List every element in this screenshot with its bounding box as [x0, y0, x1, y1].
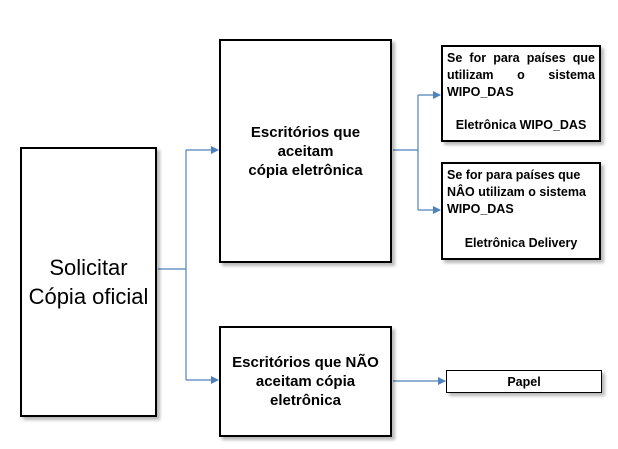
wipo-das-condition-text: Se for para países que utilizam o sistem… — [447, 50, 595, 101]
paper-copy-box: Papel — [446, 370, 602, 393]
non-electronic-offices-box: Escritórios que NÃO aceitam cópia eletrô… — [219, 326, 392, 437]
connector-root-trunk — [158, 150, 186, 380]
request-official-copy-box: Solicitar Cópia oficial — [20, 147, 157, 417]
non-wipo-das-condition-text: Se for para países que NÂO utilizam o si… — [447, 167, 595, 218]
non-wipo-das-countries-box: Se for para países que NÂO utilizam o si… — [441, 162, 601, 260]
electronic-delivery-method-text: Eletrônica Delivery — [443, 235, 599, 252]
connector-electronic-trunk — [393, 95, 418, 210]
wipo-das-method-text: Eletrônica WIPO_DAS — [443, 117, 599, 134]
electronic-copy-offices-box: Escritórios que aceitam cópia eletrônica — [219, 39, 392, 263]
wipo-das-countries-box: Se for para países que utilizam o sistem… — [441, 45, 601, 142]
